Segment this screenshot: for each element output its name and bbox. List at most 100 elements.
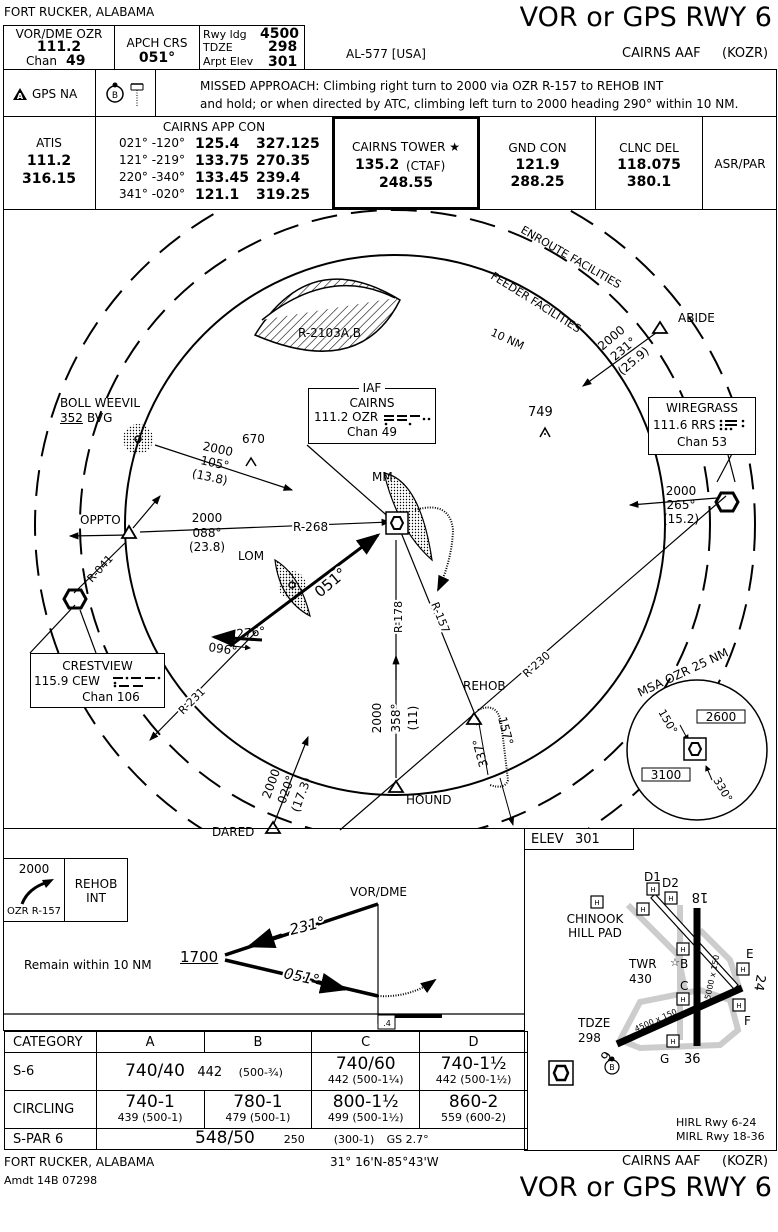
iaf-tag: IAF <box>358 381 386 395</box>
gnd-con-freq2: 288.25 <box>510 174 565 190</box>
pad-c: C <box>680 979 688 993</box>
msa-sector-a: 2600 <box>706 710 737 724</box>
svg-text:B: B <box>609 1063 615 1072</box>
header-d: D <box>419 1031 528 1053</box>
ma-radial: OZR R-157 <box>6 906 62 917</box>
climbing-turn-arrow-icon <box>18 878 58 910</box>
tower-freq1: 135.2 <box>355 157 400 173</box>
apch-crs-label: APCH CRS <box>126 36 188 50</box>
crestview-name: CRESTVIEW <box>62 659 133 673</box>
iaf-ident: 111.2 OZR <box>314 410 379 424</box>
crestview-box: CRESTVIEW 115.9 CEW Chan 106 <box>30 653 165 708</box>
chart-id: AL-577 [USA] <box>346 47 426 61</box>
svg-text:H: H <box>640 906 645 914</box>
boll-weevil-route-alt: 2000 <box>201 439 234 459</box>
ma-fix-box <box>64 858 128 922</box>
arpt-elev-label: Arpt Elev <box>203 55 254 68</box>
wiregrass-route-dist: (15.2) <box>663 512 699 526</box>
app-con-uhf: 270.35 <box>256 153 311 169</box>
hound-route-alt: 2000 <box>370 703 384 734</box>
vor-dme-symbol <box>385 511 409 535</box>
wiregrass-vortac-icon <box>714 491 740 513</box>
elev-value: 301 <box>575 832 600 847</box>
oppto-fix-icon <box>120 524 138 539</box>
rehob-label: REHOB <box>463 679 506 693</box>
wiregrass-name: WIREGRASS <box>666 401 738 415</box>
app-con-vhf: 125.4 <box>195 136 240 152</box>
atis-freq2: 316.15 <box>21 171 77 187</box>
app-con-vhf: 121.1 <box>195 187 240 203</box>
mm-label: MM <box>372 470 393 484</box>
vor-label: VOR/DME OZR <box>15 27 103 41</box>
pt-altitude: 1700 <box>180 948 219 966</box>
wiregrass-ident: 111.6 RRS <box>653 418 716 432</box>
lighting-2: MIRL Rwy 18-36 <box>676 1130 765 1143</box>
app-con-sector: 220° -340° <box>119 170 185 184</box>
wiregrass-route-crs: 265° <box>667 498 696 512</box>
lom-label: LOM <box>238 549 264 563</box>
feeder-ring <box>79 210 711 828</box>
svg-text:H: H <box>736 1002 741 1010</box>
morse-code-icon <box>113 674 161 693</box>
app-con-uhf: 239.4 <box>256 170 301 186</box>
obstacle-670-icon <box>245 456 257 467</box>
obstacle-749-label: 749 <box>528 405 553 420</box>
pt-in-label: 096° <box>208 640 239 658</box>
msa-sector-b: 3100 <box>651 768 682 782</box>
pad-d1: D1 <box>644 870 661 884</box>
app-con-sector: 341° -020° <box>119 187 185 201</box>
footer-airport: CAIRNS AAF <box>622 1154 701 1169</box>
r178-label: R-178 <box>392 601 405 633</box>
helipads <box>590 882 750 1048</box>
missed-approach-line1: MISSED APPROACH: Climbing right turn to … <box>200 79 664 93</box>
spar-cell: 548/50 250 (300-1) GS 2.7° <box>95 1128 529 1150</box>
pt-out-label: 276° <box>236 624 266 641</box>
ma-fix-line2: INT <box>86 891 106 905</box>
abide-label: ABIDE <box>678 311 715 325</box>
iaf-box: IAF CAIRNS 111.2 OZR Chan 49 <box>308 381 436 444</box>
svg-text:A: A <box>17 92 24 101</box>
r268-label: R-268 <box>293 520 328 534</box>
header-category: CATEGORY <box>4 1031 97 1053</box>
iaf-chan: Chan 49 <box>346 425 398 439</box>
rwy-36-label: 36 <box>684 1052 701 1067</box>
ma-alt: 2000 <box>18 862 50 876</box>
hound-route-crs: 358° <box>389 704 403 733</box>
tdze-label: TDZE <box>203 41 233 54</box>
app-con-vhf: 133.75 <box>195 153 250 169</box>
ndb-icon <box>123 424 153 454</box>
elev-label: ELEV <box>531 832 564 847</box>
pad-g: G <box>660 1052 669 1066</box>
wiregrass-chan: Chan 53 <box>676 435 728 449</box>
svg-text:H: H <box>670 1038 675 1046</box>
footer-procedure-title: VOR or GPS RWY 6 <box>519 1172 772 1203</box>
arpt-elev: 301 <box>268 54 298 70</box>
clnc-del-label: CLNC DEL <box>619 141 679 155</box>
rwy-ldg-label: Rwy ldg <box>203 28 247 41</box>
s6-label: S-6 <box>4 1052 97 1091</box>
tdze-diagram-label: TDZE <box>578 1016 611 1030</box>
location-header: FORT RUCKER, ALABAMA <box>4 5 155 19</box>
tdze-diagram-value: 298 <box>578 1031 601 1045</box>
takeoff-minimums-icon: B <box>103 80 151 114</box>
airport-diagram <box>524 828 777 1151</box>
oppto-route-dist: (23.8) <box>189 540 225 554</box>
crestview-vortac-icon <box>62 588 88 610</box>
gps-na-label: GPS NA <box>32 87 78 101</box>
asr-par-label: ASR/PAR <box>714 157 766 171</box>
pad-f: F <box>744 1014 751 1028</box>
tower-freq2: 248.55 <box>378 175 434 191</box>
morse-code-icon <box>719 417 749 436</box>
runway-6-24 <box>615 984 744 1048</box>
obstacle-749-icon <box>539 426 551 438</box>
tower-label: CAIRNS TOWER ★ <box>351 140 460 154</box>
airport-name: CAIRNS AAF <box>622 46 701 61</box>
ma-fix-line1: REHOB <box>74 877 118 891</box>
gps-na-a-icon: A <box>12 86 28 105</box>
app-con-uhf: 319.25 <box>256 187 311 203</box>
svg-text:H: H <box>668 895 673 903</box>
